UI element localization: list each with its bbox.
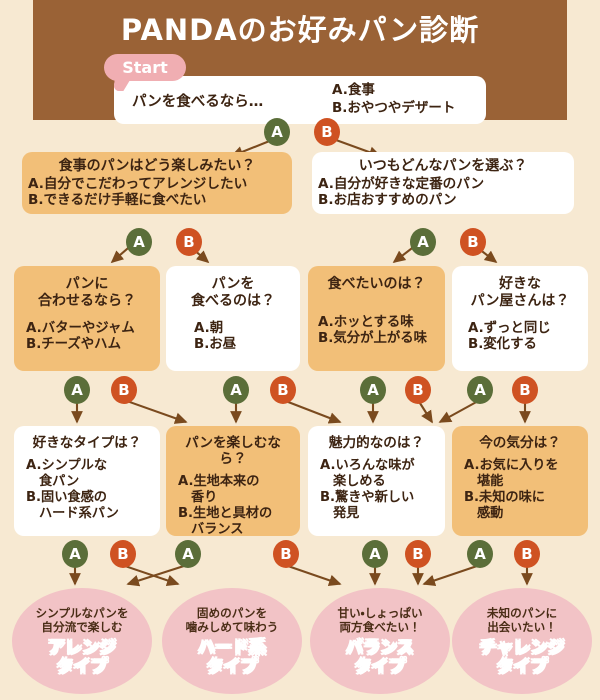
- branch-badge-a[interactable]: A: [264, 118, 290, 146]
- branch-badge-a[interactable]: A: [467, 540, 493, 568]
- option-a: A.バターやジャム: [26, 321, 135, 337]
- branch-badge-a[interactable]: A: [126, 228, 152, 256]
- option-a: A.お気に入りを: [464, 458, 559, 474]
- option-b: B.チーズやハム: [26, 337, 121, 353]
- question-title: いつもどんなパンを選ぶ？: [358, 158, 528, 174]
- branch-badge-a[interactable]: A: [62, 540, 88, 568]
- branch-badge-a[interactable]: A: [362, 540, 388, 568]
- question-card-r3-2[interactable]: 食べたいのは？ A.ホッとする味 B.気分が上がる味: [308, 266, 445, 371]
- branch-badge-b[interactable]: B: [111, 376, 137, 404]
- option-a-cont: 堪能: [477, 473, 504, 489]
- result-name: アレンジタイプ: [48, 637, 116, 677]
- question-options: A.自分が好きな定番のパン B.お店おすすめのパン: [318, 176, 568, 209]
- start-option-a: A.食事: [332, 82, 375, 99]
- start-options: A.食事 B.おやつやデザート: [332, 82, 455, 117]
- question-card-r3-3[interactable]: 好きなパン屋さんは？ A.ずっと同じ B.変化する: [452, 266, 588, 371]
- start-badge: Start: [104, 54, 186, 81]
- question-card-r4-0[interactable]: 好きなタイプは？ A.シンプルな 食パン B.固い食感の ハード系パン: [14, 426, 160, 536]
- question-options: A.バターやジャム B.チーズやハム: [20, 321, 154, 353]
- option-a: A.いろんな味が: [320, 458, 415, 474]
- branch-badge-a[interactable]: A: [360, 376, 386, 404]
- question-card-r4-1[interactable]: パンを楽しむなら？ A.生地本来の 香り B.生地と具材の バランス: [166, 426, 300, 537]
- option-a: A.ホッとする味: [318, 314, 414, 330]
- branch-badge-b[interactable]: B: [460, 228, 486, 256]
- option-a-cont: 楽しめる: [333, 473, 386, 489]
- question-title: 食事のパンはどう楽しみたい？: [58, 158, 256, 174]
- question-title: パンを食べるのは？: [191, 276, 275, 309]
- result-name: チャレンジタイプ: [479, 637, 565, 677]
- question-title: 食べたいのは？: [327, 276, 426, 292]
- option-b-cont: 感動: [477, 505, 504, 521]
- result-oval-2[interactable]: 甘い・しょっぱい両方食べたい！ バランスタイプ: [310, 588, 450, 694]
- option-a: A.生地本来の: [178, 474, 260, 490]
- branch-badge-b[interactable]: B: [270, 376, 296, 404]
- option-b: B.固い食感の: [26, 489, 107, 505]
- branch-badge-b[interactable]: B: [405, 540, 431, 568]
- option-a: A.シンプルな: [26, 458, 108, 474]
- option-b: B.驚きや新しい: [320, 489, 415, 505]
- option-a: A.ずっと同じ: [468, 321, 551, 337]
- question-card-r4-3[interactable]: 今の気分は？ A.お気に入りを 堪能 B.未知の味に 感動: [452, 426, 588, 536]
- question-options: A.ホッとする味 B.気分が上がる味: [314, 315, 439, 347]
- result-subtitle: 甘い・しょっぱい両方食べたい！: [337, 606, 423, 635]
- branch-badge-a[interactable]: A: [410, 228, 436, 256]
- question-title: パンを楽しむなら？: [185, 435, 281, 468]
- option-a: A.自分が好きな定番のパン: [318, 175, 485, 192]
- branch-badge-b[interactable]: B: [405, 376, 431, 404]
- question-card-r2-1[interactable]: いつもどんなパンを選ぶ？ A.自分が好きな定番のパン B.お店おすすめのパン: [312, 152, 574, 214]
- option-b: B.生地と具材の: [178, 505, 273, 521]
- question-options: A.生地本来の 香り B.生地と具材の バランス: [172, 474, 294, 537]
- question-card-r3-0[interactable]: パンに合わせるなら？ A.バターやジャム B.チーズやハム: [14, 266, 160, 371]
- option-b: B.できるだけ手軽に食べたい: [28, 191, 207, 208]
- result-subtitle: 固めのパンを噛みしめて味わう: [185, 606, 279, 635]
- option-a-cont: 食パン: [39, 473, 80, 489]
- start-option-b: B.おやつやデザート: [332, 100, 456, 116]
- option-b-cont: バランス: [191, 521, 244, 537]
- option-a-cont: 香り: [191, 489, 218, 505]
- start-prompt: パンを食べるなら…: [132, 93, 264, 110]
- result-subtitle: 未知のパンに出会いたい！: [486, 606, 558, 635]
- question-options: A.朝 B.お昼: [172, 321, 294, 353]
- branch-badge-b[interactable]: B: [512, 376, 538, 404]
- branch-badge-b[interactable]: B: [176, 228, 202, 256]
- option-a: A.自分でこだわってアレンジしたい: [28, 175, 248, 192]
- question-title: 好きなパン屋さんは？: [470, 276, 570, 309]
- option-b: B.お店おすすめのパン: [318, 191, 457, 208]
- branch-badge-b[interactable]: B: [314, 118, 340, 146]
- question-title: 魅力的なのは？: [328, 435, 425, 451]
- branch-badge-b[interactable]: B: [110, 540, 136, 568]
- page-title: PANDAのお好みパン診断: [120, 13, 480, 47]
- question-options: A.いろんな味が 楽しめる B.驚きや新しい 発見: [314, 458, 439, 521]
- branch-badge-a[interactable]: A: [467, 376, 493, 404]
- option-a: A.朝: [194, 321, 224, 337]
- question-options: A.自分でこだわってアレンジしたい B.できるだけ手軽に食べたい: [28, 176, 286, 209]
- option-b: B.気分が上がる味: [318, 330, 428, 346]
- option-b: B.お昼: [194, 337, 237, 353]
- question-card-r3-1[interactable]: パンを食べるのは？ A.朝 B.お昼: [166, 266, 300, 371]
- result-oval-3[interactable]: 未知のパンに出会いたい！ チャレンジタイプ: [452, 588, 592, 694]
- branch-badge-a[interactable]: A: [64, 376, 90, 404]
- result-subtitle: シンプルなパンを自分流で楽しむ: [35, 606, 129, 635]
- question-card-r2-0[interactable]: 食事のパンはどう楽しみたい？ A.自分でこだわってアレンジしたい B.できるだけ…: [22, 152, 292, 214]
- result-name: バランスタイプ: [346, 637, 414, 677]
- option-b-cont: ハード系パン: [39, 505, 119, 521]
- question-options: A.お気に入りを 堪能 B.未知の味に 感動: [458, 458, 582, 521]
- question-title: 今の気分は？: [479, 435, 561, 451]
- branch-badge-b[interactable]: B: [273, 540, 299, 568]
- question-options: A.ずっと同じ B.変化する: [458, 321, 582, 353]
- branch-badge-a[interactable]: A: [175, 540, 201, 568]
- branch-badge-a[interactable]: A: [223, 376, 249, 404]
- start-question-card[interactable]: パンを食べるなら… A.食事 B.おやつやデザート: [114, 76, 486, 124]
- result-name: ハード系タイプ: [198, 637, 266, 677]
- result-oval-0[interactable]: シンプルなパンを自分流で楽しむ アレンジタイプ: [12, 588, 152, 694]
- question-title: 好きなタイプは？: [32, 435, 142, 451]
- option-b-cont: 発見: [333, 505, 360, 521]
- question-card-r4-2[interactable]: 魅力的なのは？ A.いろんな味が 楽しめる B.驚きや新しい 発見: [308, 426, 445, 536]
- question-title: パンに合わせるなら？: [38, 276, 136, 309]
- option-b: B.変化する: [468, 337, 537, 353]
- question-options: A.シンプルな 食パン B.固い食感の ハード系パン: [20, 458, 154, 521]
- branch-badge-b[interactable]: B: [514, 540, 540, 568]
- option-b: B.未知の味に: [464, 489, 545, 505]
- result-oval-1[interactable]: 固めのパンを噛みしめて味わう ハード系タイプ: [162, 588, 302, 694]
